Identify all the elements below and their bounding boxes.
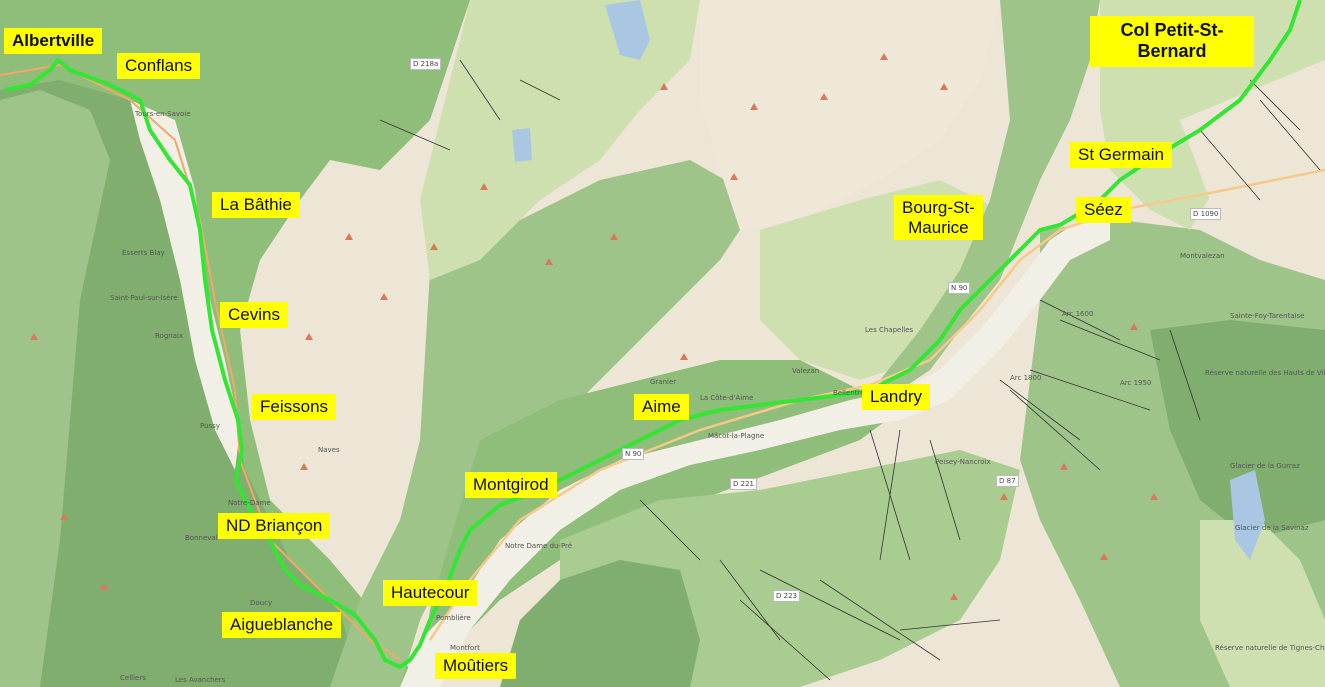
town-label-montgirod[interactable]: Montgirod <box>465 472 557 498</box>
place-arc1950: Arc 1950 <box>1120 379 1151 387</box>
town-label-albertville[interactable]: Albertville <box>4 28 103 54</box>
town-label-feissons[interactable]: Feissons <box>252 394 337 420</box>
place-granier: Granier <box>650 378 676 386</box>
place-glacier-gurraz: Glacier de la Gurraz <box>1230 462 1300 470</box>
road-label-d87: D 87 <box>996 475 1019 487</box>
road-label-d221: D 221 <box>730 478 757 490</box>
town-label-aigueblanche[interactable]: Aigueblanche <box>222 612 342 638</box>
town-label-moutiers[interactable]: Moûtiers <box>435 653 517 679</box>
town-label-hautecour[interactable]: Hautecour <box>383 580 478 606</box>
place-reserve-tignes: Réserve naturelle de Tignes-Champagny <box>1215 644 1325 652</box>
town-label-bourg-st-maurice[interactable]: Bourg-St- Maurice <box>894 195 983 241</box>
town-label-nd-briancon[interactable]: ND Briançon <box>218 513 331 539</box>
town-label-conflans[interactable]: Conflans <box>117 53 201 79</box>
place-esserts: Esserts Blay <box>122 249 165 257</box>
place-arc1600: Arc 1600 <box>1062 310 1093 318</box>
place-montfort: Montfort <box>450 644 480 652</box>
place-notre-dame: Notre-Dame <box>228 499 271 507</box>
place-bonneval: Bonneval <box>185 534 218 542</box>
place-montvalezan: Montvalezan <box>1180 252 1225 260</box>
road-label-d1090: D 1090 <box>1190 208 1222 220</box>
place-naves: Naves <box>318 446 340 454</box>
route-line <box>4 0 1302 669</box>
road-label-n90-lower: N 90 <box>622 448 645 460</box>
place-reserve-villaroger: Réserve naturelle des Hauts de Villaroge… <box>1205 369 1325 377</box>
place-macot: Mâcot-la-Plagne <box>708 432 764 440</box>
place-tours: Tours-en-Savoie <box>134 110 191 118</box>
road-label-n90: N 90 <box>948 282 971 294</box>
town-label-st-germain[interactable]: St Germain <box>1070 142 1172 168</box>
place-notre-dame-pre: Notre Dame du-Pré <box>505 542 572 550</box>
place-celliers: Celliers <box>120 674 146 682</box>
place-chapelles: Les Chapelles <box>865 326 914 334</box>
road-label-d223: D 223 <box>773 590 800 602</box>
town-label-seez[interactable]: Séez <box>1076 197 1131 223</box>
place-st-paul: Saint-Paul-sur-Isère <box>110 294 178 302</box>
place-bellentre: Bellentre <box>833 389 865 397</box>
place-les-avanchers: Les Avanchers <box>175 676 226 684</box>
place-sainte-foy: Sainte-Foy-Tarentaise <box>1230 312 1304 320</box>
place-cote-aime: La Côte-d'Aime <box>700 394 753 402</box>
road-label-d218a: D 218a <box>410 58 442 70</box>
place-peisey: Peisey-Nancroix <box>935 458 991 466</box>
place-doucy: Doucy <box>250 599 272 607</box>
town-label-landry[interactable]: Landry <box>862 384 930 410</box>
place-arc1800: Arc 1800 <box>1010 374 1041 382</box>
place-pussy: Pussy <box>200 422 220 430</box>
town-label-col-petit-st-bernard[interactable]: Col Petit-St- Bernard <box>1090 16 1254 68</box>
town-label-aime[interactable]: Aime <box>634 394 689 420</box>
place-valezan: Valezan <box>792 367 819 375</box>
town-label-cevins[interactable]: Cevins <box>220 302 288 328</box>
place-pombliere: Pomblière <box>436 614 471 622</box>
place-rognaix: Rognaix <box>155 332 183 340</box>
town-label-la-bathie[interactable]: La Bâthie <box>212 192 300 218</box>
place-glacier-savinaz: Glacier de la Savinaz <box>1235 524 1309 532</box>
